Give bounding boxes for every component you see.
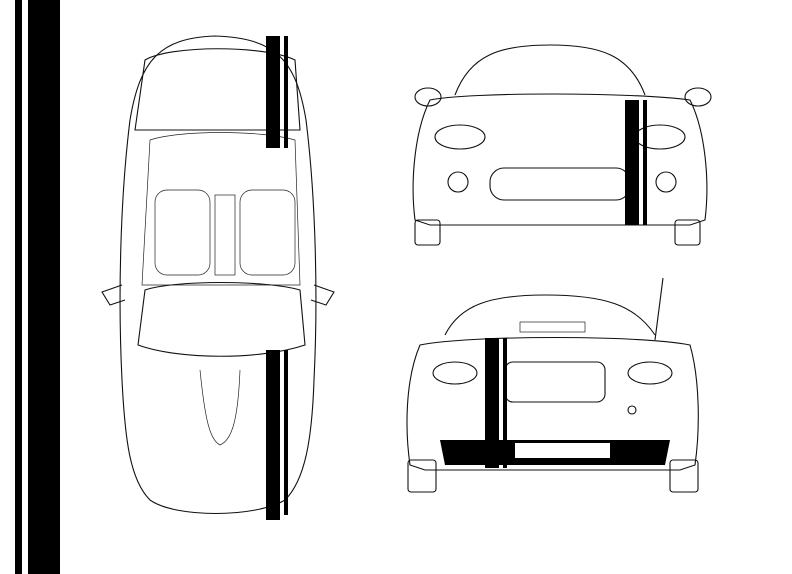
- left-wide-racing-stripe: [28, 0, 60, 574]
- rear-view-stripe-wide: [485, 338, 499, 468]
- left-thin-racing-stripe: [15, 0, 22, 574]
- top-view-seat-left: [154, 189, 211, 276]
- front-view-mirror-right: [684, 87, 712, 107]
- rear-view-license-plate-area: [504, 361, 606, 403]
- front-view-headlight-left: [434, 124, 486, 150]
- top-view-cockpit: [141, 132, 301, 286]
- rear-view-body: [406, 336, 699, 471]
- rear-view-wheel-left: [407, 459, 437, 493]
- front-view-body: [412, 93, 708, 226]
- front-view-stripe-wide: [625, 100, 639, 225]
- front-view: [412, 44, 712, 246]
- top-view-hardtop: [134, 48, 301, 131]
- top-view-console: [214, 194, 236, 276]
- top-view-body-outline: [119, 35, 317, 514]
- rear-view-taillight-right: [627, 361, 673, 385]
- top-view-mirror-left: [101, 284, 126, 306]
- top-view-stripe-wide-lower: [266, 350, 280, 520]
- front-view-headlight-right: [634, 124, 686, 150]
- rear-view-stripe-thin: [503, 338, 507, 468]
- front-view-foglight-right: [655, 171, 677, 193]
- rear-view: [406, 277, 699, 493]
- front-view-mirror-left: [414, 87, 442, 107]
- rear-view-third-brake-light: [519, 321, 586, 333]
- top-view-stripe-thin-lower: [284, 350, 288, 515]
- rear-view-fuel-lock: [627, 405, 637, 415]
- rear-view-taillight-left: [432, 361, 478, 385]
- front-view-windshield: [454, 44, 646, 96]
- front-view-wheel-right: [674, 219, 701, 246]
- top-view-windshield: [137, 281, 306, 357]
- front-view-grille: [489, 167, 631, 201]
- front-view-foglight-left: [447, 171, 469, 193]
- top-view-mirror-right: [310, 284, 335, 306]
- top-view: [101, 35, 335, 520]
- rear-view-antenna: [654, 277, 664, 341]
- front-view-stripe-thin: [643, 100, 647, 225]
- rear-view-wheel-right: [669, 459, 699, 493]
- top-view-stripe-wide: [266, 36, 280, 148]
- top-view-hood-bulge: [199, 369, 241, 446]
- top-view-seat-right: [239, 189, 296, 276]
- front-view-wheel-left: [414, 219, 441, 246]
- top-view-stripe-thin: [284, 36, 288, 148]
- rear-view-exhaust-cutout: [515, 443, 610, 458]
- rear-view-roof: [444, 294, 656, 336]
